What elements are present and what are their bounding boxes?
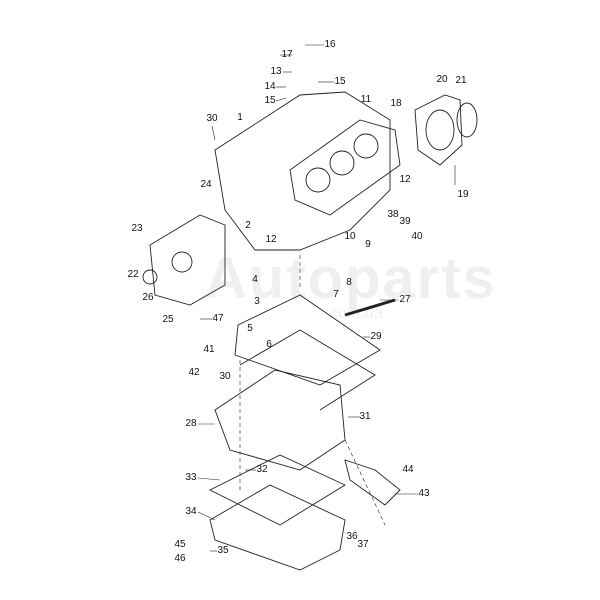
cylinder-head-gasket: [289, 119, 401, 216]
callout-36: 36: [346, 531, 358, 542]
callout-2: 2: [245, 220, 251, 231]
rear-seal-cover: [414, 94, 463, 166]
callout-30: 30: [219, 371, 231, 382]
callout-31: 31: [359, 411, 371, 422]
watermark: Autoparts: [205, 246, 497, 311]
callout-23: 23: [131, 223, 143, 234]
callout-21: 21: [455, 75, 467, 86]
callout-42: 42: [188, 367, 200, 378]
callout-17: 17: [281, 49, 293, 60]
callout-43: 43: [418, 488, 430, 499]
front-cover: [149, 214, 226, 306]
callout-10: 10: [344, 231, 356, 242]
callout-39: 39: [399, 216, 411, 227]
callout-4: 4: [252, 274, 258, 285]
callout-26: 26: [142, 292, 154, 303]
callout-41: 41: [203, 344, 215, 355]
callout-32: 32: [256, 464, 268, 475]
callout-16: 16: [324, 39, 336, 50]
callout-27: 27: [399, 294, 411, 305]
callout-15: 15: [334, 76, 346, 87]
callout-6: 6: [266, 339, 272, 350]
callout-37: 37: [357, 539, 369, 550]
callout-35: 35: [217, 545, 229, 556]
callout-34: 34: [185, 506, 197, 517]
callout-18: 18: [390, 98, 402, 109]
callout-9: 9: [365, 239, 371, 250]
callout-44: 44: [402, 464, 414, 475]
callout-1: 1: [237, 112, 243, 123]
callout-30: 30: [206, 113, 218, 124]
oil-pan-gasket-lower: [208, 454, 346, 526]
callout-3: 3: [254, 296, 260, 307]
bracket: [344, 459, 401, 506]
oil-pan-gasket-upper: [234, 294, 381, 386]
callout-20: 20: [436, 74, 448, 85]
callout-8: 8: [346, 277, 352, 288]
callout-38: 38: [387, 209, 399, 220]
callout-13: 13: [270, 66, 282, 77]
callout-12: 12: [265, 234, 277, 245]
callout-24: 24: [200, 179, 212, 190]
callout-33: 33: [185, 472, 197, 483]
callout-40: 40: [411, 231, 423, 242]
callout-45: 45: [174, 539, 186, 550]
callout-29: 29: [370, 331, 382, 342]
callout-22: 22: [127, 269, 139, 280]
callout-7: 7: [333, 289, 339, 300]
engine-block: [214, 91, 391, 251]
callout-12: 12: [399, 174, 411, 185]
callout-5: 5: [247, 323, 253, 334]
callout-15: 15: [264, 95, 276, 106]
callout-28: 28: [185, 418, 197, 429]
lower-oil-pan: [209, 484, 346, 571]
callout-11: 11: [360, 94, 372, 105]
callout-47: 47: [212, 313, 224, 324]
callout-14: 14: [264, 81, 276, 92]
callout-19: 19: [457, 189, 469, 200]
callout-46: 46: [174, 553, 186, 564]
callout-25: 25: [162, 314, 174, 325]
